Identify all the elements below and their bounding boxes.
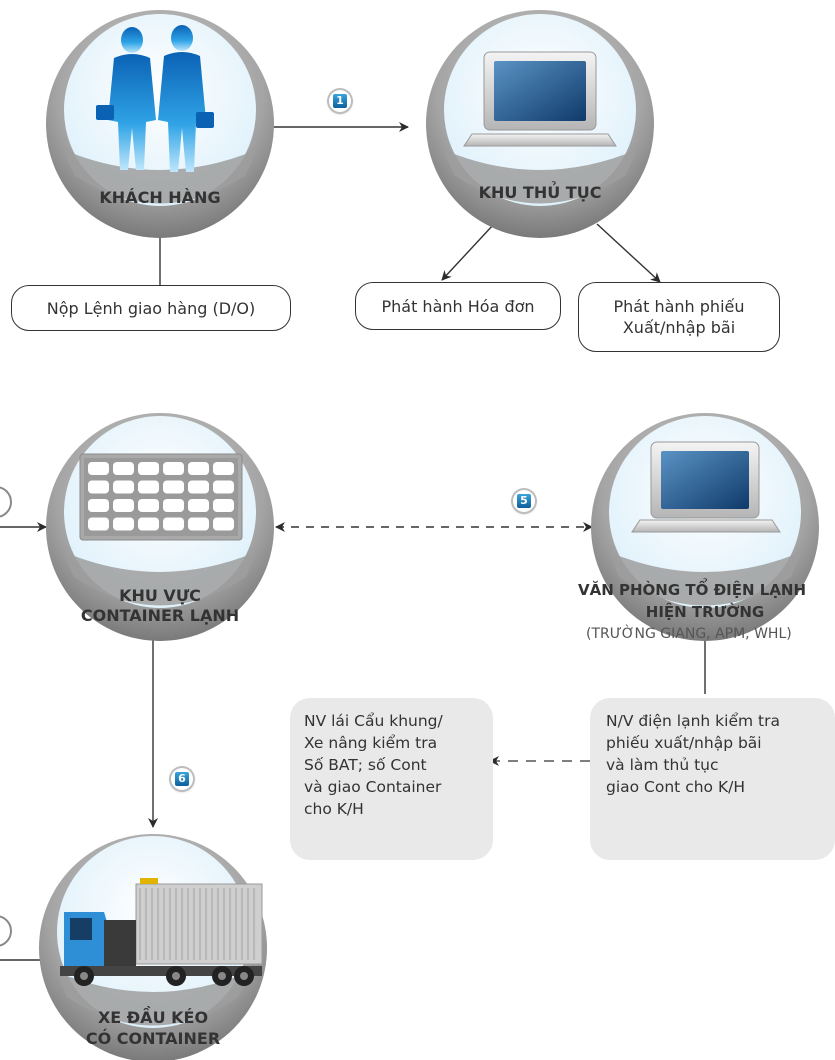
node-reefer-area-label-line1: KHU VỰC [119,586,201,605]
rack-slot [213,499,234,512]
note-crane-line: Số BAT; số Cont [304,756,427,774]
rack-slot [163,499,184,512]
box-invoice: Phát hành Hóa đơn [355,282,561,330]
rack-slot [163,462,184,475]
container-truck-icon [60,878,263,986]
note-crane-line: Xe nâng kiểm tra [304,734,438,752]
node-truck-label-line2: CÓ CONTAINER [85,1029,221,1048]
rack-slot [113,517,134,531]
rack-slot [213,462,234,475]
rack-slot [188,462,209,475]
node-procedure [426,10,654,238]
rack-slot [138,499,159,512]
rack-slot [188,480,209,494]
connectors [0,122,706,961]
rack-slot [138,517,159,531]
laptop-icon [463,51,617,147]
note-crane-line: và giao Container [304,778,442,796]
node-truck [39,834,267,1060]
note-crane: NV lái Cẩu khung/ Xe nâng kiểm tra Số BA… [290,698,493,860]
box-submit-do: Nộp Lệnh giao hàng (D/O) [11,285,291,331]
node-reefer-area [46,413,274,641]
note-reefer-staff-line: giao Cont cho K/H [606,778,745,796]
step-badge-1-number: 1 [333,94,347,108]
rack-slot [163,517,184,531]
node-truck-label-line1: XE ĐẦU KÉO [97,1008,209,1027]
box-yard-slip: Phát hành phiếu Xuất/nhập bãi [578,282,780,352]
box-invoice-text: Phát hành Hóa đơn [381,296,535,316]
rack-slot [113,462,134,475]
step-badge-1: 1 [329,90,351,112]
laptop-icon [631,441,781,533]
rack-slot [188,499,209,512]
step-badge-5: 5 [513,490,535,512]
rack-slot [138,462,159,475]
rack-slot [138,480,159,494]
node-reefer-office-sublabel: (TRƯỜNG GIANG, APM, WHL) [586,626,792,642]
step-badge-6: 6 [171,768,193,790]
rack-slot [213,517,234,531]
arrow-procedure-to-invoice [441,223,495,281]
note-reefer-staff: N/V điện lạnh kiểm tra phiếu xuất/nhập b… [590,698,835,860]
rack-slot [88,499,109,512]
rack-slot [88,462,109,475]
rack-slot [163,480,184,494]
note-crane-line: NV lái Cẩu khung/ [304,712,443,730]
node-reefer-office [591,413,819,641]
container-rack-icon [79,453,243,541]
rack-slot [113,499,134,512]
rack-slot [88,480,109,494]
rack-slot [188,517,209,531]
businessmen-icon [96,25,214,172]
arrow-procedure-to-yard-slip [596,223,661,283]
note-crane-line: cho K/H [304,800,364,818]
node-customer [46,10,274,238]
rack-slot [213,480,234,494]
box-yard-slip-line1: Phát hành phiếu [613,297,745,316]
note-reefer-staff-line: phiếu xuất/nhập bãi [606,734,762,752]
step-badge-5-number: 5 [517,494,531,508]
rack-slot [113,480,134,494]
node-reefer-area-label-line2: CONTAINER LẠNH [80,606,240,625]
node-procedure-label: KHU THỦ TỤC [478,183,602,202]
node-reefer-office-label-line2: HIỆN TRƯỜNG [645,603,765,621]
node-reefer-office-label-line1: VĂN PHÒNG TỔ ĐIỆN LẠNH [578,581,807,599]
box-submit-do-text: Nộp Lệnh giao hàng (D/O) [46,298,256,318]
note-reefer-staff-line: và làm thủ tục [606,756,719,774]
note-reefer-staff-line: N/V điện lạnh kiểm tra [606,712,780,730]
partial-step-badge [0,915,12,947]
node-customer-label: KHÁCH HÀNG [99,188,221,207]
box-yard-slip-line2: Xuất/nhập bãi [622,318,736,337]
partial-step-badge [0,486,12,518]
step-badge-6-number: 6 [175,772,189,786]
rack-slot [88,517,109,531]
